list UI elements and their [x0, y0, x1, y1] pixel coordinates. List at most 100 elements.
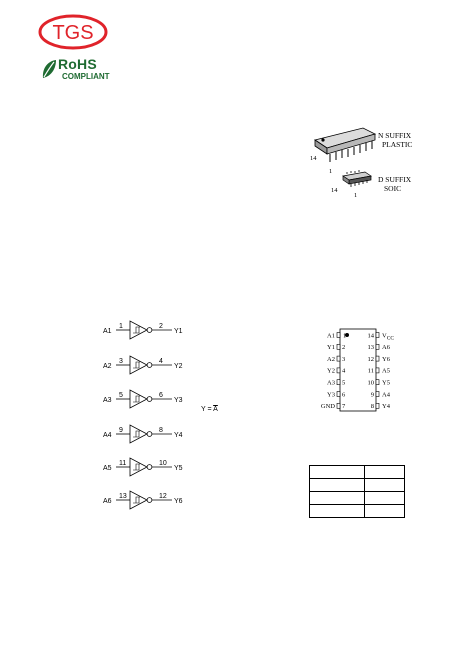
gate-output-pin: 10 — [159, 460, 167, 467]
gate-input-pin: 5 — [119, 392, 123, 399]
pin-stub-right — [375, 355, 380, 362]
pin1-dot-icon — [345, 333, 349, 337]
pin-number-right: 8 — [371, 403, 374, 410]
truth-table-cell — [364, 478, 405, 492]
pin-number-right: 10 — [368, 380, 375, 387]
pin-number-right: 14 — [368, 332, 375, 339]
gate-output-label: Y6 — [174, 498, 183, 505]
pin-name-right: Y4 — [382, 403, 391, 410]
pin-name-left: A3 — [327, 380, 335, 387]
pin-number-left: 3 — [342, 356, 345, 363]
gate-input-label: A4 — [103, 432, 112, 439]
pin-name-right: Y6 — [382, 356, 391, 363]
pin-name-right: VCC — [382, 332, 394, 341]
dip-pin1: 1 — [329, 168, 333, 175]
gate-input-label: A1 — [103, 328, 112, 335]
dip-package-icon — [314, 127, 377, 162]
pin-name-left: A1 — [327, 332, 335, 339]
gate-output-pin: 12 — [159, 493, 167, 500]
ic-body — [339, 328, 377, 412]
logo-text: TGS — [52, 22, 93, 44]
gate-input-label: A6 — [103, 498, 112, 505]
inverter-gate-4: A4 9 8Y4 — [103, 424, 183, 444]
pin-number-right: 12 — [368, 356, 375, 363]
schmitt-trigger-icon — [133, 463, 140, 471]
truth-table-cell — [364, 465, 405, 479]
gate-output-label: Y1 — [174, 328, 183, 335]
rohs-badge: RoHS COMPLIANT — [40, 56, 120, 84]
pin-number-left: 2 — [342, 344, 345, 351]
pin-stub-left — [336, 355, 341, 362]
pin-number-left: 6 — [342, 391, 346, 398]
pin-stub-right — [375, 403, 380, 409]
pin-stub-left — [336, 403, 341, 409]
pin-stub-right — [375, 343, 380, 350]
gate-output-pin: 2 — [159, 323, 163, 330]
gate-input-pin: 9 — [119, 427, 123, 434]
gate-input-pin: 13 — [119, 493, 127, 500]
schmitt-trigger-icon — [133, 496, 140, 504]
gate-input-label: A5 — [103, 465, 112, 472]
inverter-gate-3: A3 5 6Y3 — [103, 389, 183, 409]
soic-pin1: 1 — [354, 192, 358, 199]
logic-equation: Y = A — [201, 406, 218, 413]
pin-number-left: 5 — [342, 380, 345, 387]
pin-number-left: 7 — [342, 403, 346, 410]
inverter-gate-1: A1 1 2Y1 — [103, 320, 183, 340]
gate-input-pin: 3 — [119, 358, 123, 365]
gate-input-pin: 11 — [119, 460, 126, 467]
schmitt-trigger-icon — [133, 361, 140, 369]
truth-table-cell — [364, 504, 405, 518]
pin-stub-left — [336, 332, 341, 338]
pin-name-right: Y5 — [382, 380, 390, 387]
truth-table-cell — [309, 478, 365, 492]
pin-number-left: 4 — [342, 368, 346, 375]
soic-pin14: 14 — [331, 187, 338, 194]
pin-stub-right — [375, 367, 380, 374]
d-suffix-label: D SUFFIX SOIC — [378, 175, 412, 193]
soic-package-icon — [342, 170, 372, 187]
pin-name-right: A5 — [382, 368, 390, 375]
gate-input-pin: 1 — [119, 323, 123, 330]
truth-table-cell — [309, 465, 365, 479]
pin-name-left: Y1 — [327, 344, 335, 351]
truth-table-row — [309, 491, 405, 505]
leaf-icon — [42, 60, 56, 78]
pin-name-left: Y3 — [327, 391, 335, 398]
truth-table-row — [309, 478, 405, 492]
pin-stub-left — [336, 379, 341, 386]
pin-name-right: A6 — [382, 344, 391, 351]
truth-table-cell — [309, 491, 365, 505]
pin-number-right: 11 — [368, 368, 374, 375]
pin-stub-left — [336, 391, 341, 397]
gate-input-label: A3 — [103, 397, 112, 404]
n-suffix-label: N SUFFIX PLASTIC — [378, 131, 413, 149]
pin-stub-left — [336, 367, 341, 374]
truth-table-row — [309, 504, 405, 518]
pin-name-right: A4 — [382, 391, 391, 398]
tgs-logo: TGS — [38, 14, 108, 50]
gate-output-label: Y2 — [174, 363, 183, 370]
truth-table-row — [309, 465, 405, 479]
gate-output-label: Y4 — [174, 432, 183, 439]
pin-stub-left — [336, 343, 341, 350]
truth-table-cell — [309, 504, 365, 518]
gate-output-pin: 8 — [159, 427, 163, 434]
gate-output-label: Y3 — [174, 397, 183, 404]
gate-output-pin: 6 — [159, 392, 163, 399]
gate-output-label: Y5 — [174, 465, 183, 472]
dip-pin14: 14 — [310, 155, 317, 162]
truth-table — [309, 465, 405, 518]
pin-number-left: 1 — [343, 332, 346, 339]
pin-stub-right — [375, 332, 380, 338]
schmitt-trigger-icon — [133, 395, 140, 403]
schmitt-trigger-icon — [133, 326, 140, 334]
pin-number-right: 13 — [368, 344, 375, 351]
package-illustrations — [314, 127, 377, 187]
pin-stub-right — [375, 379, 380, 386]
rohs-subtitle: COMPLIANT — [62, 72, 110, 81]
